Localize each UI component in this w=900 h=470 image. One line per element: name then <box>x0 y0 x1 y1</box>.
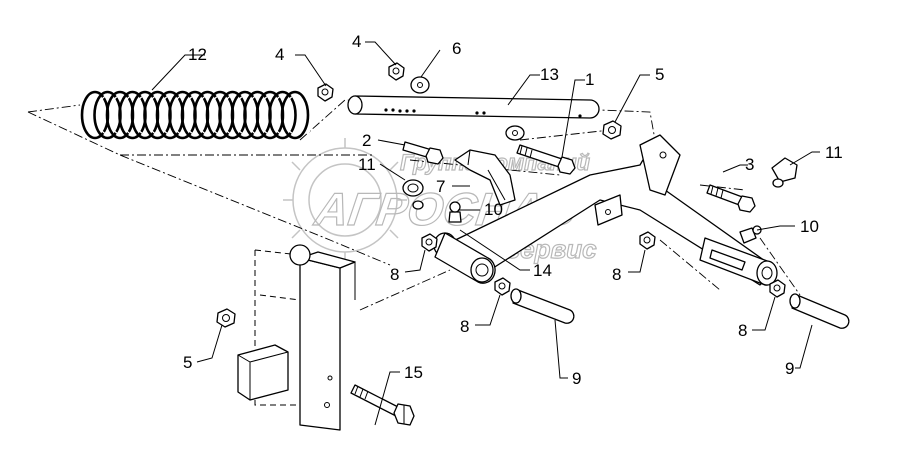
callout-10-left: 10 <box>484 200 503 219</box>
grease-nipple-part-10-right <box>739 225 762 244</box>
callout-12: 12 <box>188 45 207 64</box>
spring-coil-highlight <box>84 95 106 135</box>
nut-part-4-left <box>317 83 334 102</box>
callout-10-right: 10 <box>800 217 819 236</box>
washer-small-near-13 <box>505 125 525 141</box>
callout-6: 6 <box>452 39 461 58</box>
spring-part-12 <box>80 90 310 140</box>
bolt-part-2 <box>402 141 444 165</box>
spring-coil-highlight <box>184 95 206 135</box>
grease-nipple-part-10-left <box>448 201 462 223</box>
callout-8-b: 8 <box>612 265 621 284</box>
callout-7: 7 <box>436 177 445 196</box>
bushing-part-9-right <box>789 293 850 329</box>
spring-coil-highlight <box>134 95 156 135</box>
shaft-part-13 <box>347 95 600 119</box>
spring-coil-highlight <box>159 95 181 135</box>
callout-2: 2 <box>362 131 371 150</box>
callout-5-upper: 5 <box>655 65 664 84</box>
spring-coil-highlight <box>96 95 119 135</box>
arm-part-14 <box>433 134 778 286</box>
bushing-part-9-left <box>510 288 575 324</box>
spring-coil-highlight <box>109 95 131 135</box>
spring-coil-highlight <box>221 95 244 135</box>
callout-4-left: 4 <box>275 45 284 64</box>
callout-15: 15 <box>404 363 423 382</box>
frame-bracket <box>237 244 356 431</box>
callout-4-top: 4 <box>352 32 361 51</box>
callout-9-left: 9 <box>572 369 581 388</box>
spring-coil-highlight <box>259 95 281 135</box>
clip-part-7 <box>454 149 516 206</box>
callout-leaders <box>151 41 820 426</box>
nut-part-8-c <box>494 277 511 296</box>
callout-5-lower: 5 <box>183 353 192 372</box>
callout-9-right: 9 <box>785 359 794 378</box>
callout-8-d: 8 <box>738 321 747 340</box>
nut-part-5-lower <box>216 308 236 328</box>
spring-coil <box>268 90 297 140</box>
bolt-part-3 <box>706 184 756 213</box>
callout-8-c: 8 <box>460 317 469 336</box>
nut-part-8-a <box>421 233 438 252</box>
callout-13: 13 <box>540 65 559 84</box>
nut-part-5-upper <box>602 120 622 140</box>
bolt-part-15 <box>350 384 415 426</box>
callout-3: 3 <box>745 155 754 174</box>
nut-part-4-top <box>388 62 405 81</box>
bolt-part-1 <box>516 144 576 175</box>
nut-part-8-d <box>769 279 786 298</box>
nut-part-8-b <box>639 231 656 250</box>
lock-clip-part-11-right <box>771 157 798 188</box>
spring-coil-highlight <box>171 95 194 135</box>
spring-coil-highlight <box>234 95 256 135</box>
spring-coil-highlight <box>271 95 294 135</box>
callout-8-a: 8 <box>390 265 399 284</box>
spring-coil-highlight <box>196 95 219 135</box>
callout-labels: 12 4 4 6 13 1 5 2 11 7 10 3 11 10 8 14 8… <box>183 32 843 388</box>
spring-coil <box>280 90 310 140</box>
spring-coil-highlight <box>121 95 144 135</box>
callout-11-right: 11 <box>825 143 843 162</box>
callout-14: 14 <box>533 261 552 280</box>
spring-coil-highlight <box>284 95 306 135</box>
callout-11-left: 11 <box>358 155 376 174</box>
lock-clip-part-11-left <box>402 179 424 210</box>
watermark-gear-logo <box>283 138 407 262</box>
spring-coil-highlight <box>209 95 231 135</box>
spring-coil-highlight <box>246 95 269 135</box>
spring-coil-highlight <box>146 95 169 135</box>
washer-part-6 <box>410 76 430 94</box>
callout-1: 1 <box>585 70 594 89</box>
